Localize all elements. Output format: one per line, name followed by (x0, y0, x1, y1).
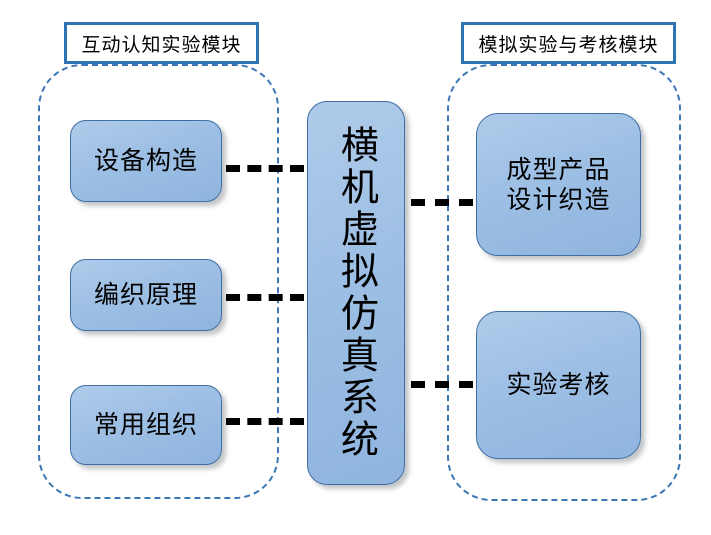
node-knitting-principle[interactable]: 编织原理 (70, 259, 222, 331)
node-equipment-structure-label: 设备构造 (93, 146, 198, 176)
connector-equipment-to-system (226, 165, 304, 172)
connector-system-to-assessment (411, 381, 473, 388)
node-experiment-assessment[interactable]: 实验考核 (476, 311, 641, 459)
node-virtual-simulation-system[interactable]: 横机虚拟仿真系统 (307, 101, 405, 485)
node-product-design-weaving[interactable]: 成型产品 设计织造 (476, 113, 641, 256)
module-header-left: 互动认知实验模块 (64, 22, 259, 64)
node-common-structure-label: 常用组织 (93, 410, 198, 440)
node-equipment-structure[interactable]: 设备构造 (70, 120, 222, 202)
connector-structure-to-system (226, 418, 304, 425)
connector-system-to-product (411, 199, 473, 206)
module-header-right: 模拟实验与考核模块 (461, 22, 676, 64)
node-product-design-weaving-label: 成型产品 设计织造 (506, 155, 611, 214)
module-container-left (38, 64, 279, 499)
connector-knitting-to-system (226, 294, 304, 301)
module-container-right (447, 64, 681, 501)
node-knitting-principle-label: 编织原理 (93, 280, 198, 310)
node-virtual-simulation-system-label: 横机虚拟仿真系统 (334, 125, 379, 461)
node-common-structure[interactable]: 常用组织 (70, 385, 222, 465)
node-experiment-assessment-label: 实验考核 (506, 370, 611, 400)
